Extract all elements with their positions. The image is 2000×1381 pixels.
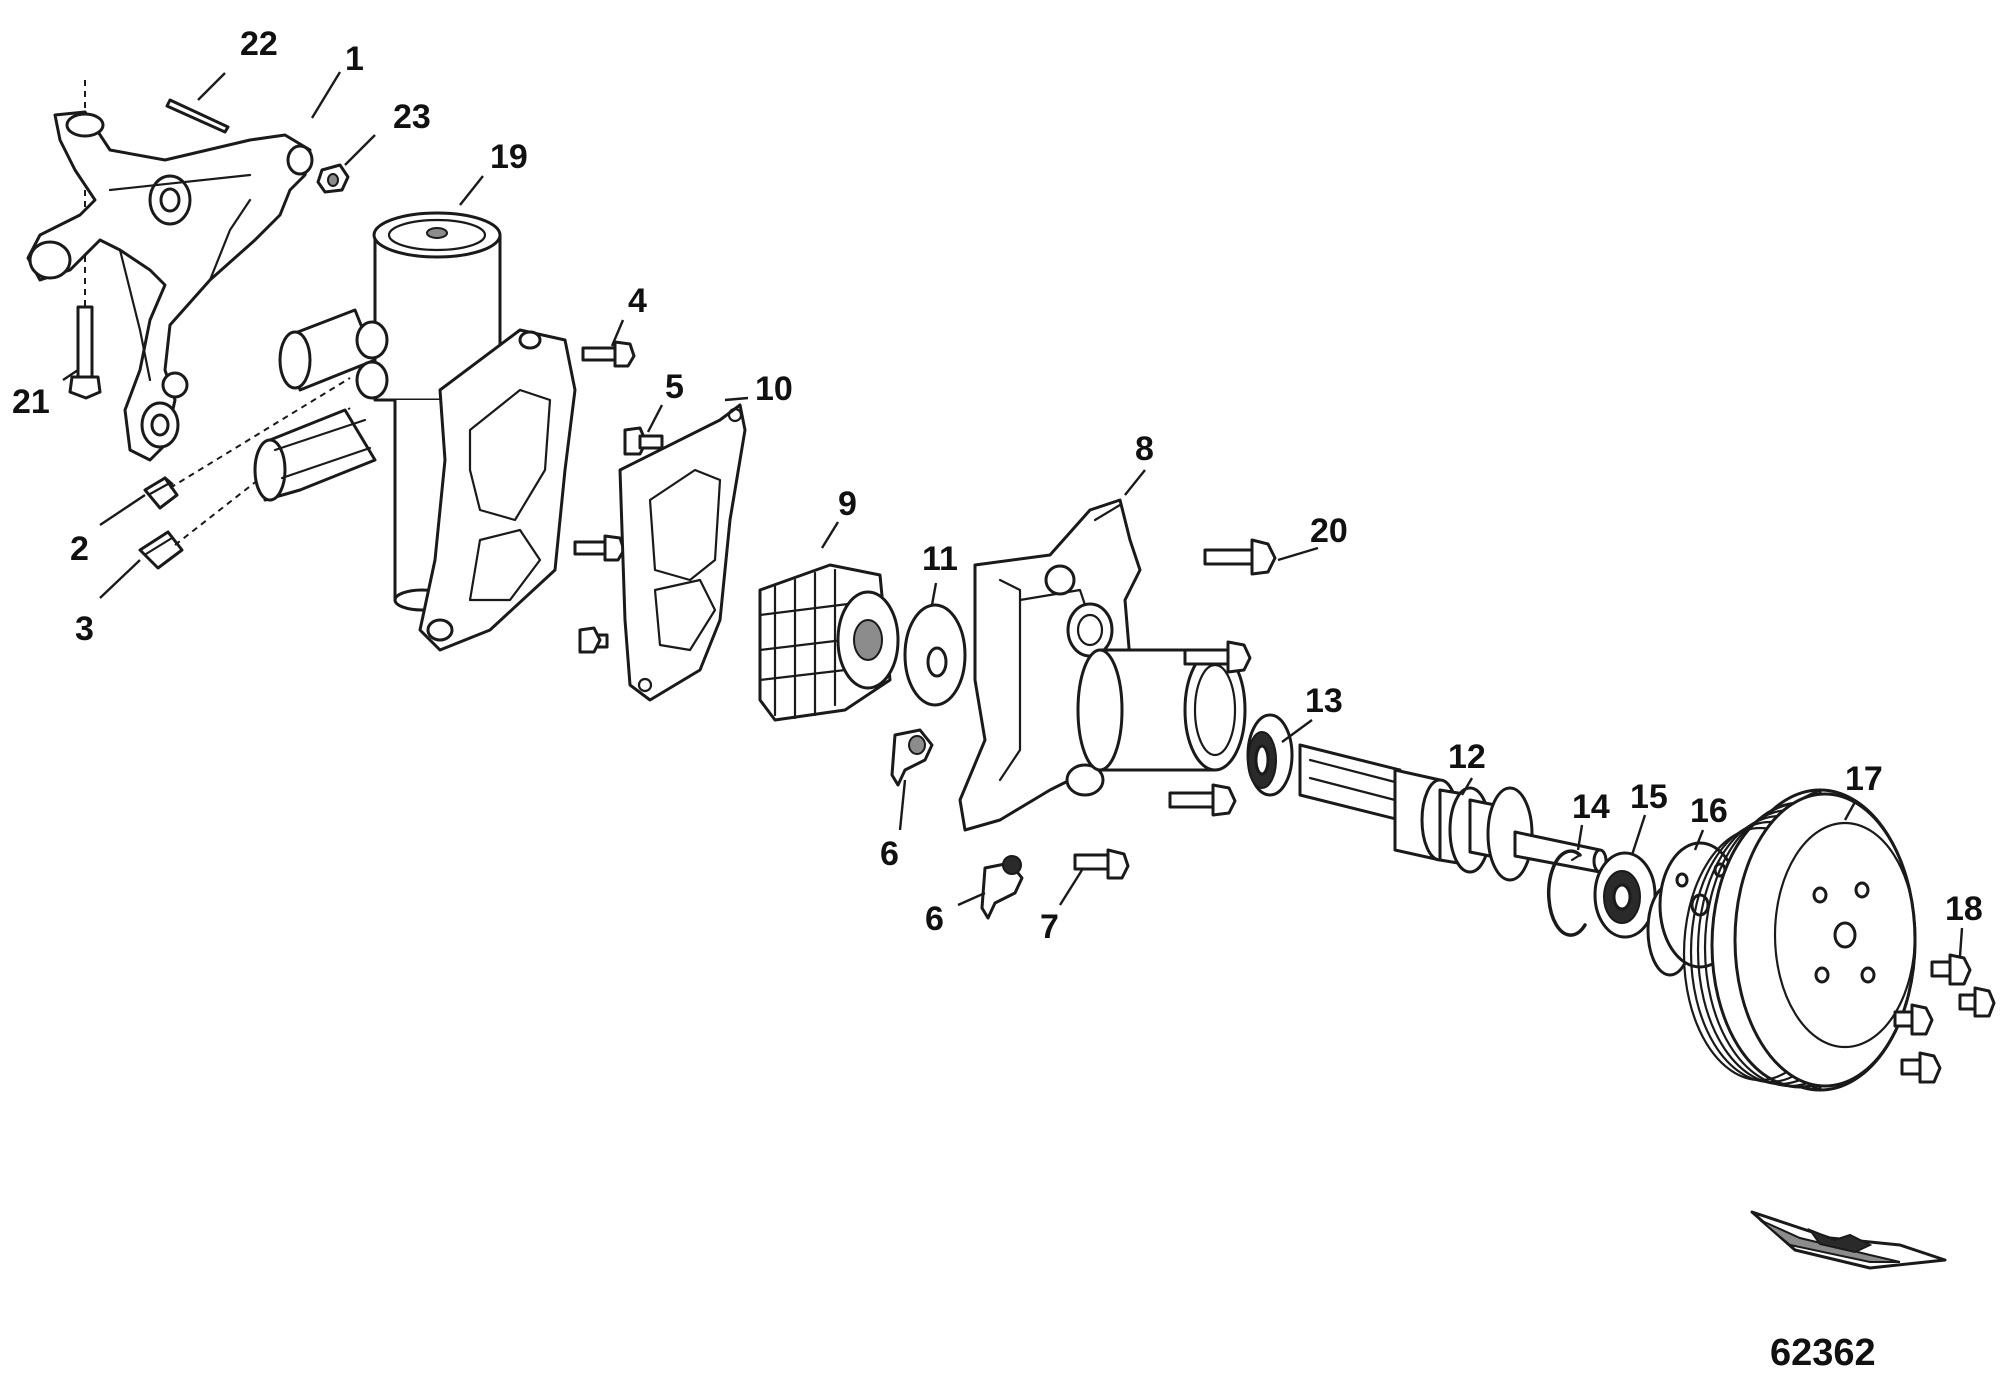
screw-part-5 xyxy=(623,426,664,456)
boat-orientation-icon xyxy=(1750,1210,1947,1270)
leader-lines xyxy=(62,71,1964,957)
centerline-fitting-2 xyxy=(169,377,351,489)
callout-11: 11 xyxy=(922,540,958,578)
callout-19: 19 xyxy=(490,138,528,176)
bolt-part-7 xyxy=(1073,848,1130,880)
impeller-part-9 xyxy=(758,563,900,722)
retaining-ring-part-14 xyxy=(1546,849,1587,937)
callout-16: 16 xyxy=(1690,792,1728,830)
callout-23: 23 xyxy=(393,98,431,136)
bolt-cover-lower xyxy=(1168,783,1237,817)
callout-7: 7 xyxy=(1040,908,1059,946)
pump-housing-part-19 xyxy=(253,211,577,652)
fitting-part-3 xyxy=(138,530,184,570)
shaft-bearing-part-12 xyxy=(1298,743,1608,882)
callout-15: 15 xyxy=(1630,778,1668,816)
callout-10: 10 xyxy=(755,370,793,408)
pulley-part-17 xyxy=(1682,788,1917,1092)
gasket-part-10 xyxy=(618,403,747,702)
nut-part-23 xyxy=(316,163,350,194)
fitting-part-2 xyxy=(143,476,179,510)
callout-3: 3 xyxy=(75,610,94,648)
pump-cover-part-8 xyxy=(958,498,1247,832)
callout-13: 13 xyxy=(1305,682,1343,720)
bearing-part-15 xyxy=(1593,851,1657,939)
figure-number: 62362 xyxy=(1770,1332,1876,1374)
bolt-part-4 xyxy=(581,340,636,368)
bolt-part-20 xyxy=(1203,538,1277,576)
callout-18: 18 xyxy=(1945,890,1983,928)
drain-plug-part-6-upper xyxy=(890,728,934,787)
callout-22: 22 xyxy=(240,25,278,63)
callout-6-lower: 6 xyxy=(925,900,944,938)
callout-labels: 22 1 23 19 21 2 3 4 5 10 8 9 11 20 13 12… xyxy=(12,25,1983,946)
pin-part-22 xyxy=(165,98,230,134)
callout-2: 2 xyxy=(70,530,89,568)
callout-9: 9 xyxy=(838,485,857,523)
bolts-part-18 xyxy=(1893,953,1996,1084)
washer-part-11 xyxy=(903,603,967,707)
callout-6-upper: 6 xyxy=(880,835,899,873)
callout-1: 1 xyxy=(345,40,364,78)
callout-5: 5 xyxy=(665,368,684,406)
callout-4: 4 xyxy=(628,282,647,320)
callout-20: 20 xyxy=(1310,512,1348,550)
drain-plug-part-6-lower xyxy=(980,855,1024,920)
bolt-part-21 xyxy=(68,305,102,400)
bolt-flange-lower xyxy=(578,626,609,654)
callout-21: 21 xyxy=(12,383,50,421)
bolt-cover-middle xyxy=(1183,640,1252,674)
bolt-flange-middle xyxy=(573,534,626,562)
callout-17: 17 xyxy=(1845,760,1883,798)
bracket-part-1 xyxy=(26,110,314,462)
callout-8: 8 xyxy=(1135,430,1154,468)
seal-part-13 xyxy=(1246,713,1294,797)
callout-12: 12 xyxy=(1448,738,1486,776)
callout-14: 14 xyxy=(1572,788,1610,826)
